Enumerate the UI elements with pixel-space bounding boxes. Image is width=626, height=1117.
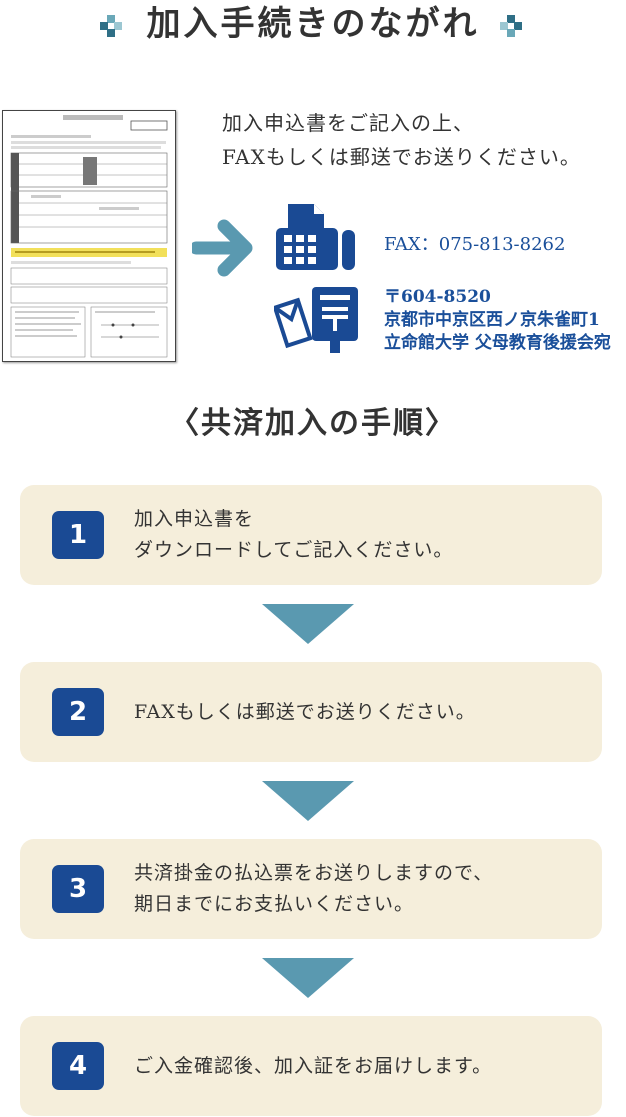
address-line-2: 立命館大学 父母教育後援会宛 <box>384 333 611 353</box>
postal-code: 〒604-8520 <box>384 287 491 307</box>
right-arrow-icon <box>192 219 253 277</box>
diamond-ornament-right-icon <box>500 15 522 37</box>
intro-text: 加入申込書をご記入の上、 FAXもしくは郵送でお送りください。 <box>222 106 581 174</box>
diamond-ornament-left-icon <box>100 15 122 37</box>
fax-number: FAX：075-813-8262 <box>384 234 566 255</box>
down-arrow-icon <box>262 604 354 644</box>
step-text-2: FAXもしくは郵送でお送りください。 <box>134 662 476 762</box>
down-arrow-icon <box>262 781 354 821</box>
down-arrow-icon <box>262 958 354 998</box>
step-text-3: 共済掛金の払込票をお送りしますので、 期日までにお支払いください。 <box>134 839 493 939</box>
step-number-1: 1 <box>52 511 104 559</box>
page-title-bar: 加入手続きのながれ <box>0 4 626 44</box>
step-card-2: 2 FAXもしくは郵送でお送りください。 <box>20 662 602 762</box>
step-card-3: 3 共済掛金の払込票をお送りしますので、 期日までにお支払いください。 <box>20 839 602 939</box>
address-line-1: 京都市中京区西ノ京朱雀町1 <box>384 310 600 330</box>
step-number-2: 2 <box>52 688 104 736</box>
intro-line-2: FAXもしくは郵送でお送りください。 <box>222 145 581 169</box>
procedure-heading: 〈共済加入の手順〉 <box>169 406 457 441</box>
page-title: 加入手続きのながれ <box>146 4 480 44</box>
step-card-1: 1 加入申込書を ダウンロードしてご記入ください。 <box>20 485 602 585</box>
step-card-4: 4 ご入金確認後、加入証をお届けします。 <box>20 1016 602 1116</box>
step-4-line-1: ご入金確認後、加入証をお届けします。 <box>134 1054 493 1077</box>
form-preview-graphic <box>10 115 168 358</box>
step-1-line-2: ダウンロードしてご記入ください。 <box>134 539 454 561</box>
intro-line-1: 加入申込書をご記入の上、 <box>222 111 474 135</box>
application-form-thumbnail <box>2 110 176 362</box>
step-2-line-1: FAXもしくは郵送でお送りください。 <box>134 700 476 723</box>
step-3-line-2: 期日までにお支払いください。 <box>134 893 415 915</box>
step-text-1: 加入申込書を ダウンロードしてご記入ください。 <box>134 485 453 585</box>
step-1-line-1: 加入申込書を <box>134 508 255 530</box>
step-3-line-1: 共済掛金の払込票をお送りしますので、 <box>134 862 494 884</box>
step-number-4: 4 <box>52 1042 104 1090</box>
postal-address: 〒604-8520 京都市中京区西ノ京朱雀町1 立命館大学 父母教育後援会宛 <box>384 286 611 355</box>
step-number-3: 3 <box>52 865 104 913</box>
post-mail-icon <box>274 287 358 353</box>
fax-machine-icon <box>276 204 355 270</box>
step-text-4: ご入金確認後、加入証をお届けします。 <box>134 1016 492 1116</box>
